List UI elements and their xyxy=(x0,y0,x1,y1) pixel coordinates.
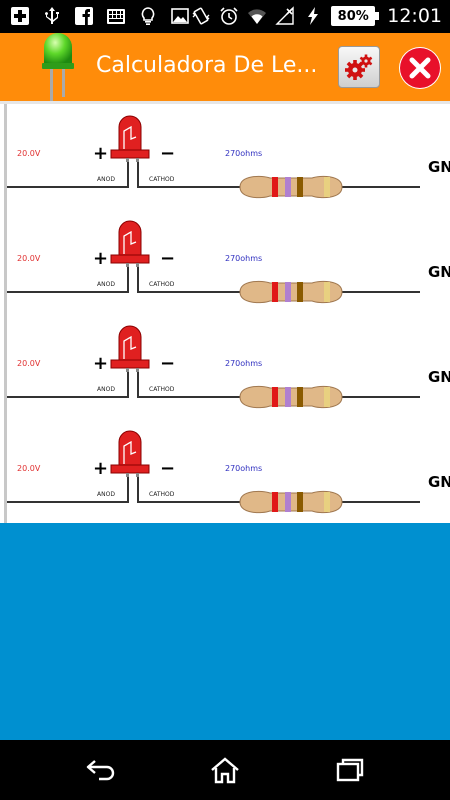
battery-level: 80% xyxy=(337,8,369,24)
settings-button[interactable] xyxy=(338,46,380,88)
resistor-band xyxy=(272,492,278,512)
resistance-label: 270ohms xyxy=(225,254,263,263)
anode-label: ANOD xyxy=(97,386,115,393)
resistor-band xyxy=(272,282,278,302)
image-icon xyxy=(171,8,189,24)
content-background xyxy=(0,523,450,740)
resistor-band xyxy=(285,282,291,302)
ground-label: GN xyxy=(428,473,450,491)
resistor-band xyxy=(285,492,291,512)
ground-label: GN xyxy=(428,263,450,281)
resistor-band xyxy=(324,282,330,302)
home-icon xyxy=(211,757,239,784)
cathode-minus-sign: − xyxy=(160,458,176,479)
anode-plus-sign: + xyxy=(93,458,109,479)
voltage-label: 20.0V xyxy=(17,149,41,158)
circuit-row xyxy=(7,325,420,409)
resistor-band xyxy=(324,387,330,407)
gears-icon xyxy=(345,54,373,80)
alarm-icon xyxy=(220,7,238,25)
resistor-band xyxy=(297,387,303,407)
resistor-band xyxy=(324,492,330,512)
close-button[interactable] xyxy=(399,47,441,89)
cathode-label: CATHOD xyxy=(149,176,175,183)
resistor-band xyxy=(285,177,291,197)
resistance-label: 270ohms xyxy=(225,149,263,158)
cathode-minus-sign: − xyxy=(160,248,176,269)
cathode-label: CATHOD xyxy=(149,281,175,288)
lightbulb-icon xyxy=(141,7,155,25)
cathode-minus-sign: − xyxy=(160,143,176,164)
vibrate-icon xyxy=(192,7,210,25)
anode-label: ANOD xyxy=(97,491,115,498)
resistor-band xyxy=(297,492,303,512)
circuit-wires xyxy=(0,101,450,523)
circuit-row xyxy=(7,430,420,514)
anode-label: ANOD xyxy=(97,281,115,288)
cathode-minus-sign: − xyxy=(160,353,176,374)
resistance-label: 270ohms xyxy=(225,359,263,368)
ground-label: GN xyxy=(428,158,450,176)
status-bar: 80% 12:01 xyxy=(0,0,450,33)
resistor-band xyxy=(272,177,278,197)
wifi-icon xyxy=(248,9,267,24)
voltage-label: 20.0V xyxy=(17,359,41,368)
resistor-band xyxy=(297,177,303,197)
charging-icon xyxy=(308,7,319,25)
circuit-row xyxy=(7,115,420,199)
recent-apps-icon xyxy=(336,758,364,782)
plus-box-icon xyxy=(11,7,29,25)
anode-plus-sign: + xyxy=(93,248,109,269)
no-signal-icon xyxy=(275,6,294,25)
back-button[interactable] xyxy=(84,754,118,786)
facebook-icon xyxy=(75,7,93,25)
recent-apps-button[interactable] xyxy=(333,754,367,786)
resistor-band xyxy=(272,387,278,407)
cathode-label: CATHOD xyxy=(149,491,175,498)
app-bar: Calculadora De Le... xyxy=(0,33,450,101)
resistor-band xyxy=(324,177,330,197)
clock: 12:01 xyxy=(387,5,442,27)
voltage-label: 20.0V xyxy=(17,254,41,263)
keyboard-icon xyxy=(107,9,125,24)
resistor-band xyxy=(285,387,291,407)
anode-plus-sign: + xyxy=(93,353,109,374)
led-icon xyxy=(42,33,74,101)
ground-label: GN xyxy=(428,368,450,386)
circuit-row xyxy=(7,220,420,304)
anode-plus-sign: + xyxy=(93,143,109,164)
cathode-label: CATHOD xyxy=(149,386,175,393)
navigation-bar xyxy=(0,740,450,800)
close-icon xyxy=(400,48,440,88)
usb-icon xyxy=(45,7,59,24)
power-rail xyxy=(4,101,7,523)
home-button[interactable] xyxy=(208,754,242,786)
battery-indicator: 80% xyxy=(331,6,380,26)
app-title: Calculadora De Le... xyxy=(96,53,318,78)
voltage-label: 20.0V xyxy=(17,464,41,473)
resistance-label: 270ohms xyxy=(225,464,263,473)
back-icon xyxy=(86,760,115,781)
anode-label: ANOD xyxy=(97,176,115,183)
resistor-band xyxy=(297,282,303,302)
